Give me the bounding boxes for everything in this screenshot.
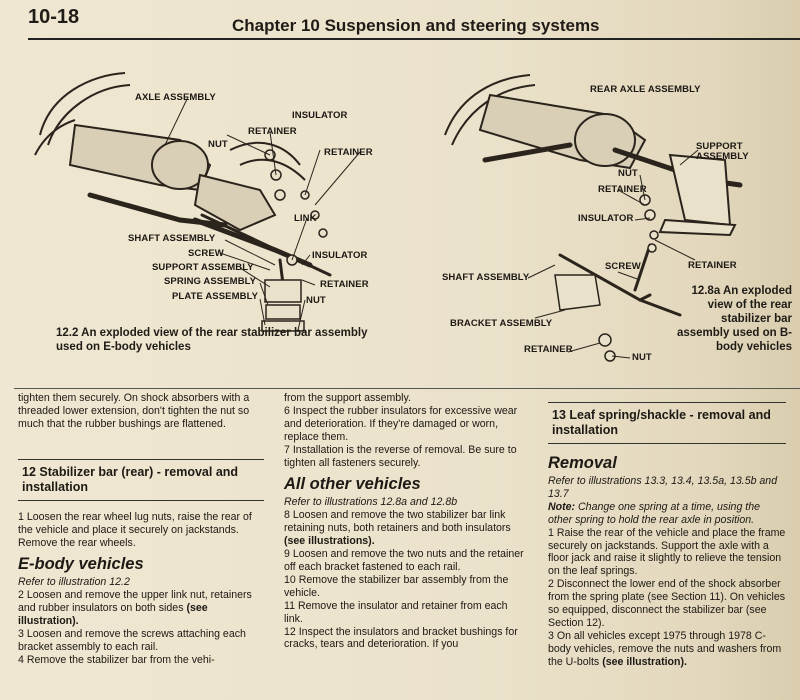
label-support-assembly: SUPPORT ASSEMBLY	[152, 262, 254, 273]
label-retainer-top: RETAINER	[248, 126, 297, 137]
label-bracket-assembly: BRACKET ASSEMBLY	[450, 318, 553, 329]
paragraph-12-8: 8 Loosen and remove the two stabilizer b…	[284, 509, 511, 535]
paragraph-12-9: 9 Loosen and remove the two nuts and the…	[284, 548, 524, 573]
note-text: Change one spring at a time, using the o…	[548, 500, 761, 526]
label-screw: SCREW	[605, 261, 641, 272]
figure-e-body: AXLE ASSEMBLY INSULATOR RETAINER NUT RET…	[30, 55, 430, 385]
section-12-heading: 12 Stabilizer bar (rear) - removal and i…	[18, 458, 264, 501]
label-nut: NUT	[618, 168, 638, 179]
paragraph-12-3: 3 Loosen and remove the screws attaching…	[18, 628, 246, 653]
text-column-3: 13 Leaf spring/shackle - removal and ins…	[548, 392, 786, 669]
label-spring-assembly: SPRING ASSEMBLY	[164, 276, 257, 287]
subheading-removal: Removal	[548, 454, 617, 472]
paragraph-12-6: 6 Inspect the rubber insulators for exce…	[284, 404, 518, 443]
label-nut-top: NUT	[208, 139, 228, 150]
paragraph-12-7: 7 Installation is the reverse of removal…	[284, 443, 517, 469]
paragraph-12-1: 1 Loosen the rear wheel lug nuts, raise …	[18, 510, 252, 549]
label-retainer-bottom: RETAINER	[524, 344, 573, 355]
paragraph-13-1: 1 Raise the rear of the vehicle and plac…	[548, 526, 786, 578]
b-body-stabilizer-drawing	[444, 74, 743, 362]
note-label: Note:	[548, 500, 576, 513]
page-number: 10-18	[28, 6, 80, 28]
see-illustrations-12-8: (see illustrations).	[284, 535, 375, 548]
paragraph-support-assembly: from the support assembly.	[284, 392, 411, 404]
label-axle-assembly: AXLE ASSEMBLY	[135, 92, 216, 103]
paragraph-12-10: 10 Remove the stabilizer bar assembly fr…	[284, 573, 509, 599]
reference-12-2: Refer to illustration 12.2	[18, 576, 130, 589]
label-rear-axle-assembly: REAR AXLE ASSEMBLY	[590, 84, 701, 95]
label-nut-bottom: NUT	[306, 295, 326, 306]
label-insulator-top: INSULATOR	[292, 110, 348, 121]
chapter-title: Chapter 10 Suspension and steering syste…	[232, 16, 600, 35]
subheading-all-other-vehicles: All other vehicles	[284, 475, 421, 494]
paragraph-12-4: 4 Remove the stabilizer bar from the veh…	[18, 653, 215, 666]
label-retainer-right: RETAINER	[324, 147, 373, 158]
paragraph-12-11: 11 Remove the insulator and retainer fro…	[284, 599, 508, 625]
reference-13: Refer to illustrations 13.3, 13.4, 13.5a…	[548, 475, 778, 500]
figure-text-divider	[14, 388, 800, 389]
paragraph-13-2: 2 Disconnect the lower end of the shock …	[548, 578, 786, 629]
paragraph-12-2: 2 Loosen and remove the upper link nut, …	[18, 589, 252, 615]
label-shaft-assembly: SHAFT ASSEMBLY	[128, 233, 216, 244]
paragraph-12-12: 12 Inspect the insulators and bracket bu…	[284, 625, 518, 651]
label-nut-bottom: NUT	[632, 352, 652, 363]
section-13-heading: 13 Leaf spring/shackle - removal and ins…	[548, 402, 786, 444]
see-illustration-13-3: (see illustration).	[602, 655, 687, 668]
reference-12-8: Refer to illustrations 12.8a and 12.8b	[284, 496, 458, 509]
text-column-2: from the support assembly. 6 Inspect the…	[284, 392, 524, 651]
label-link: LINK	[294, 213, 317, 224]
text-column-1: tighten them securely. On shock absorber…	[18, 392, 264, 667]
label-retainer-top: RETAINER	[598, 184, 647, 195]
subheading-e-body: E-body vehicles	[18, 555, 144, 574]
label-retainer-bottom: RETAINER	[320, 279, 369, 290]
caption-12-8a: 12.8a An exploded view of the rear stabi…	[676, 285, 792, 353]
label-retainer-right: RETAINER	[688, 260, 737, 271]
e-body-stabilizer-drawing	[34, 72, 361, 332]
figure-b-body: REAR AXLE ASSEMBLY SUPPORT ASSEMBLY NUT …	[440, 60, 800, 385]
label-screw: SCREW	[188, 248, 224, 259]
caption-12-2: 12.2 An exploded view of the rear stabil…	[56, 327, 368, 353]
see-illustration-12-2: (see illustration).	[18, 602, 208, 628]
paragraph-13-3: 3 On all vehicles except 1975 through 19…	[548, 629, 782, 668]
label-plate-assembly: PLATE ASSEMBLY	[172, 291, 259, 302]
paragraph-shock-tighten: tighten them securely. On shock absorber…	[18, 392, 250, 430]
label-shaft-assembly: SHAFT ASSEMBLY	[442, 272, 530, 283]
label-insulator: INSULATOR	[578, 213, 634, 224]
label-support-assembly: SUPPORT ASSEMBLY	[696, 141, 749, 162]
label-insulator-bottom: INSULATOR	[312, 250, 368, 261]
header-rule	[28, 38, 800, 40]
